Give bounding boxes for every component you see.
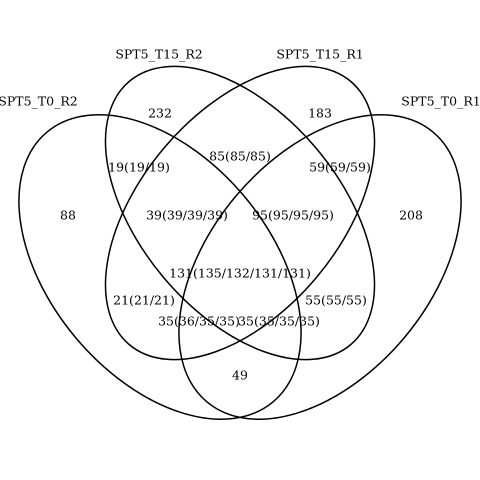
region-count-a-c-d: 35(36/35/35) — [158, 314, 240, 329]
set-labels: SPT5_T0_R2 SPT5_T15_R2 SPT5_T15_R1 SPT5_… — [0, 47, 480, 109]
set-label-spt5-t15-r1: SPT5_T15_R1 — [276, 47, 363, 62]
region-count-c-d: 59(59/59) — [309, 160, 371, 175]
region-count-b-d: 55(55/55) — [305, 293, 367, 308]
set-label-spt5-t15-r2: SPT5_T15_R2 — [115, 47, 202, 62]
region-count-d-only: 208 — [399, 208, 423, 223]
set-outline-spt5-t0-r2 — [18, 114, 302, 420]
region-count-a-d: 49 — [232, 368, 248, 383]
region-count-a-c: 21(21/21) — [113, 293, 175, 308]
set-outline-spt5-t15-r1 — [104, 65, 376, 361]
set-label-spt5-t0-r1: SPT5_T0_R1 — [401, 94, 480, 109]
set-outline-spt5-t0-r1 — [178, 114, 462, 420]
region-count-a-b-c: 39(39/39/39) — [146, 208, 228, 223]
region-count-a-b-d: 35(35/35/35) — [238, 314, 320, 329]
set-outlines — [18, 65, 462, 420]
region-count-b-c-d: 95(95/95/95) — [252, 208, 334, 223]
region-count-a-b-c-d: 131(135/132/131/131) — [169, 266, 311, 281]
region-count-b-only: 232 — [148, 106, 172, 121]
region-count-a-only: 88 — [60, 208, 76, 223]
set-outline-spt5-t15-r2 — [104, 65, 376, 361]
region-counts: 232 183 88 208 85(85/85) 19(19/19) 59(59… — [60, 106, 423, 383]
region-count-c-only: 183 — [308, 106, 332, 121]
region-count-b-c: 85(85/85) — [209, 149, 271, 164]
set-label-spt5-t0-r2: SPT5_T0_R2 — [0, 94, 78, 109]
region-count-a-b: 19(19/19) — [108, 160, 170, 175]
